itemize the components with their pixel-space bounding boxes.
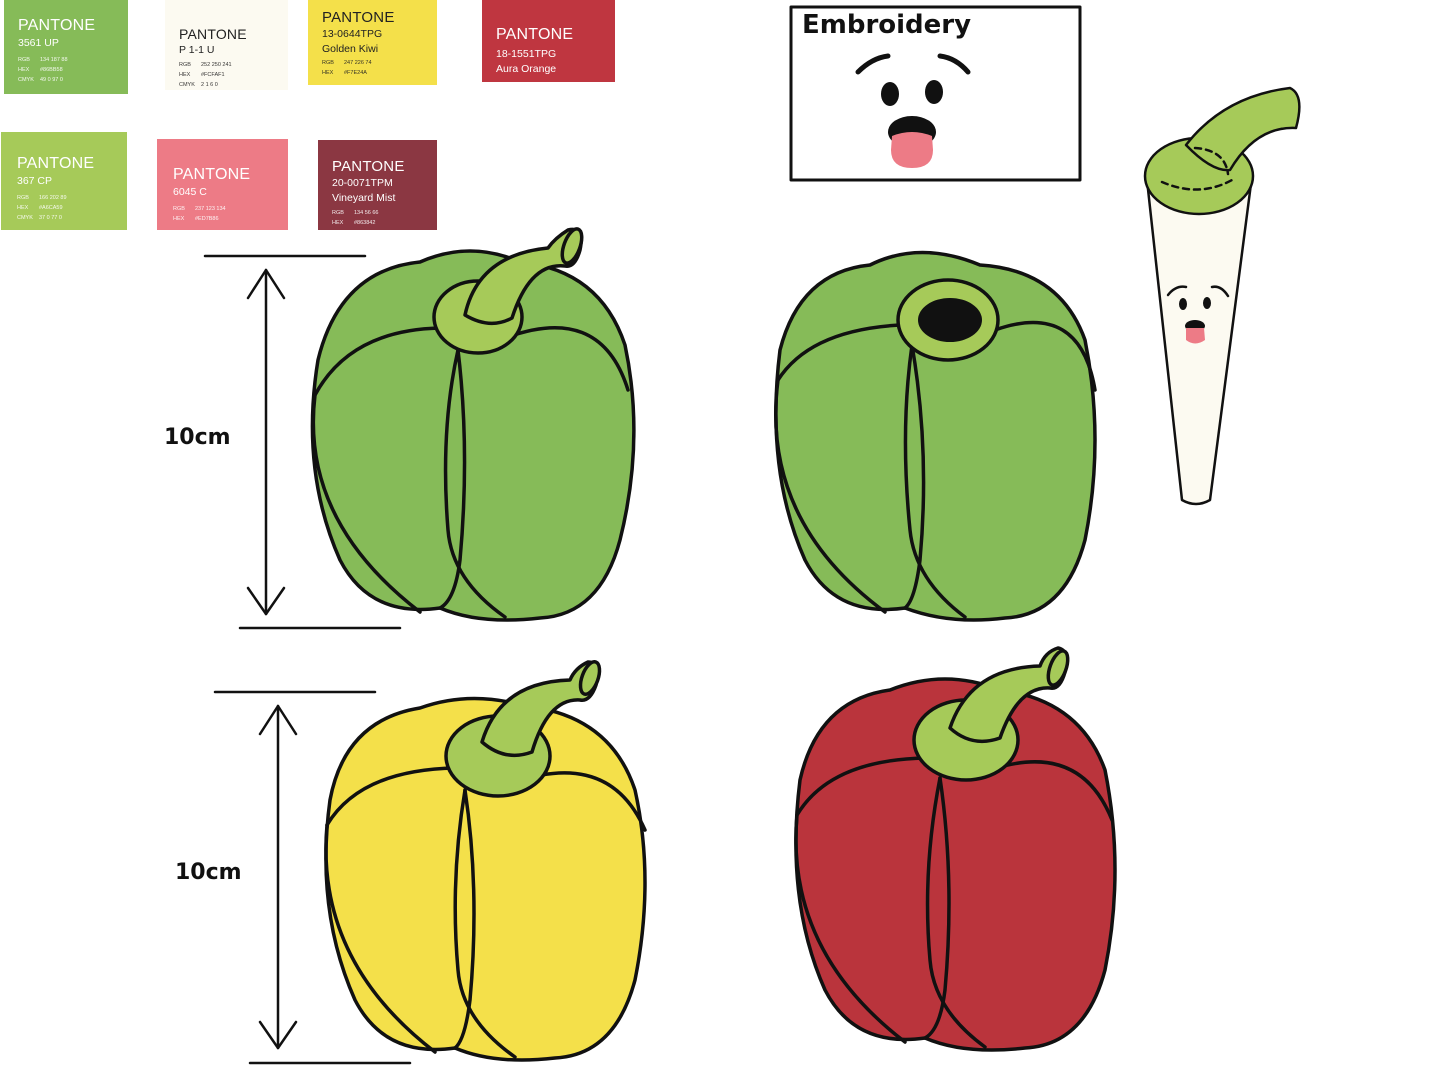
swatch-code: P 1-1 U <box>179 44 215 56</box>
swatch-brand: PANTONE <box>17 155 95 172</box>
swatch-name: Vineyard Mist <box>332 192 396 204</box>
green-pepper-top-hole <box>773 250 1097 622</box>
dimension-label-bottom: 10cm <box>175 860 242 885</box>
swatch-name: Aura Orange <box>496 63 557 75</box>
pepper-stem-character <box>1143 86 1301 506</box>
dimension-top <box>203 254 402 630</box>
swatch-detail: HEX#ED7B86 <box>173 216 219 222</box>
swatch-brand: PANTONE <box>18 17 96 34</box>
swatch-code: 13-0644TPG <box>322 28 383 40</box>
swatch-code: 20-0071TPM <box>332 177 393 189</box>
green-pepper <box>310 227 636 622</box>
swatch-code: 6045 C <box>173 186 207 198</box>
swatch-detail: HEX#863842 <box>332 220 376 226</box>
embroidery-label: Embroidery <box>802 10 972 40</box>
swatch-code: 18-1551TPG <box>496 48 557 60</box>
swatch-detail: HEX#A6CA59 <box>17 205 63 211</box>
swatch-code: 367 CP <box>17 175 53 187</box>
embroidery-face <box>789 5 1082 182</box>
swatch-brand: PANTONE <box>173 166 251 183</box>
dimension-label-top: 10cm <box>164 425 231 450</box>
dimension-bottom <box>213 690 412 1065</box>
swatch-detail: HEX#FCFAF1 <box>179 72 225 78</box>
swatch-brand: PANTONE <box>332 158 405 175</box>
swatch-brand: PANTONE <box>179 26 247 42</box>
swatch-detail: HEX#F7E24A <box>322 70 367 76</box>
swatch-detail: HEX#86BB58 <box>18 67 63 73</box>
swatch-name: Golden Kiwi <box>322 43 379 55</box>
swatch-brand: PANTONE <box>322 9 395 26</box>
swatch-18-1551tpg: PANTONE 18-1551TPG Aura Orange <box>482 0 615 82</box>
swatch-brand: PANTONE <box>496 26 574 43</box>
swatch-code: 3561 UP <box>18 37 59 49</box>
red-pepper <box>794 646 1117 1052</box>
yellow-pepper <box>324 660 647 1062</box>
